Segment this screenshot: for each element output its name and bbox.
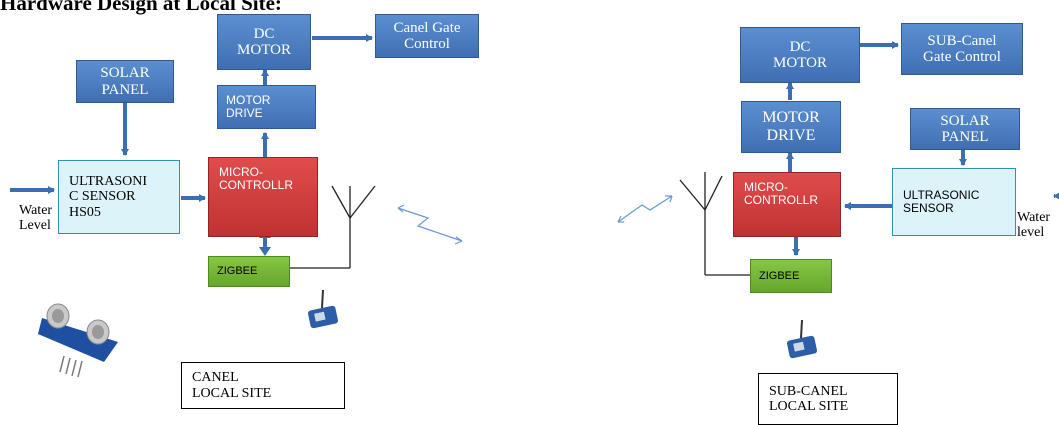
subcanel-solar-panel-block: SOLAR PANEL [910, 108, 1020, 150]
antenna-icon [679, 172, 750, 276]
canel-gate-control-block: Canel Gate Control [375, 14, 479, 58]
zigbee-module-icon [786, 319, 818, 359]
canel-solar-panel-block: SOLAR PANEL [76, 60, 174, 103]
canel-zigbee-block: ZIGBEE [208, 256, 290, 287]
canel-local-site-label: CANEL LOCAL SITE [181, 362, 345, 409]
subcanel-microcontroller-block: MICRO- CONTROLLR [733, 172, 841, 237]
wireless-link-icon [617, 195, 673, 223]
ultrasonic-sensor-icon [38, 303, 118, 378]
antenna-icon [290, 185, 376, 269]
subcanel-gate-control-block: SUB-Canel Gate Control [901, 23, 1023, 75]
zigbee-module-icon [307, 289, 339, 329]
canel-water-level-label: Water Level [19, 203, 53, 234]
canel-motor-drive-block: MOTOR DRIVE [217, 85, 316, 129]
canel-microcontroller-block: MICRO- CONTROLLR [208, 157, 318, 237]
canel-dc-motor-block: DC MOTOR [217, 14, 311, 70]
subcanel-ultrasonic-sensor-block: ULTRASONIC SENSOR [892, 168, 1016, 236]
subcanel-water-level-label: Water level [1017, 210, 1051, 241]
canel-ultrasonic-sensor-block: ULTRASONI C SENSOR HS05 [58, 160, 180, 234]
wireless-link-icon [397, 204, 463, 245]
page-title: Hardware Design at Local Site: [0, 0, 282, 15]
subcanel-motor-drive-block: MOTOR DRIVE [741, 101, 841, 153]
subcanel-zigbee-block: ZIGBEE [750, 259, 832, 293]
subcanel-local-site-label: SUB-CANEL LOCAL SITE [758, 373, 898, 425]
subcanel-dc-motor-block: DC MOTOR [740, 27, 860, 83]
